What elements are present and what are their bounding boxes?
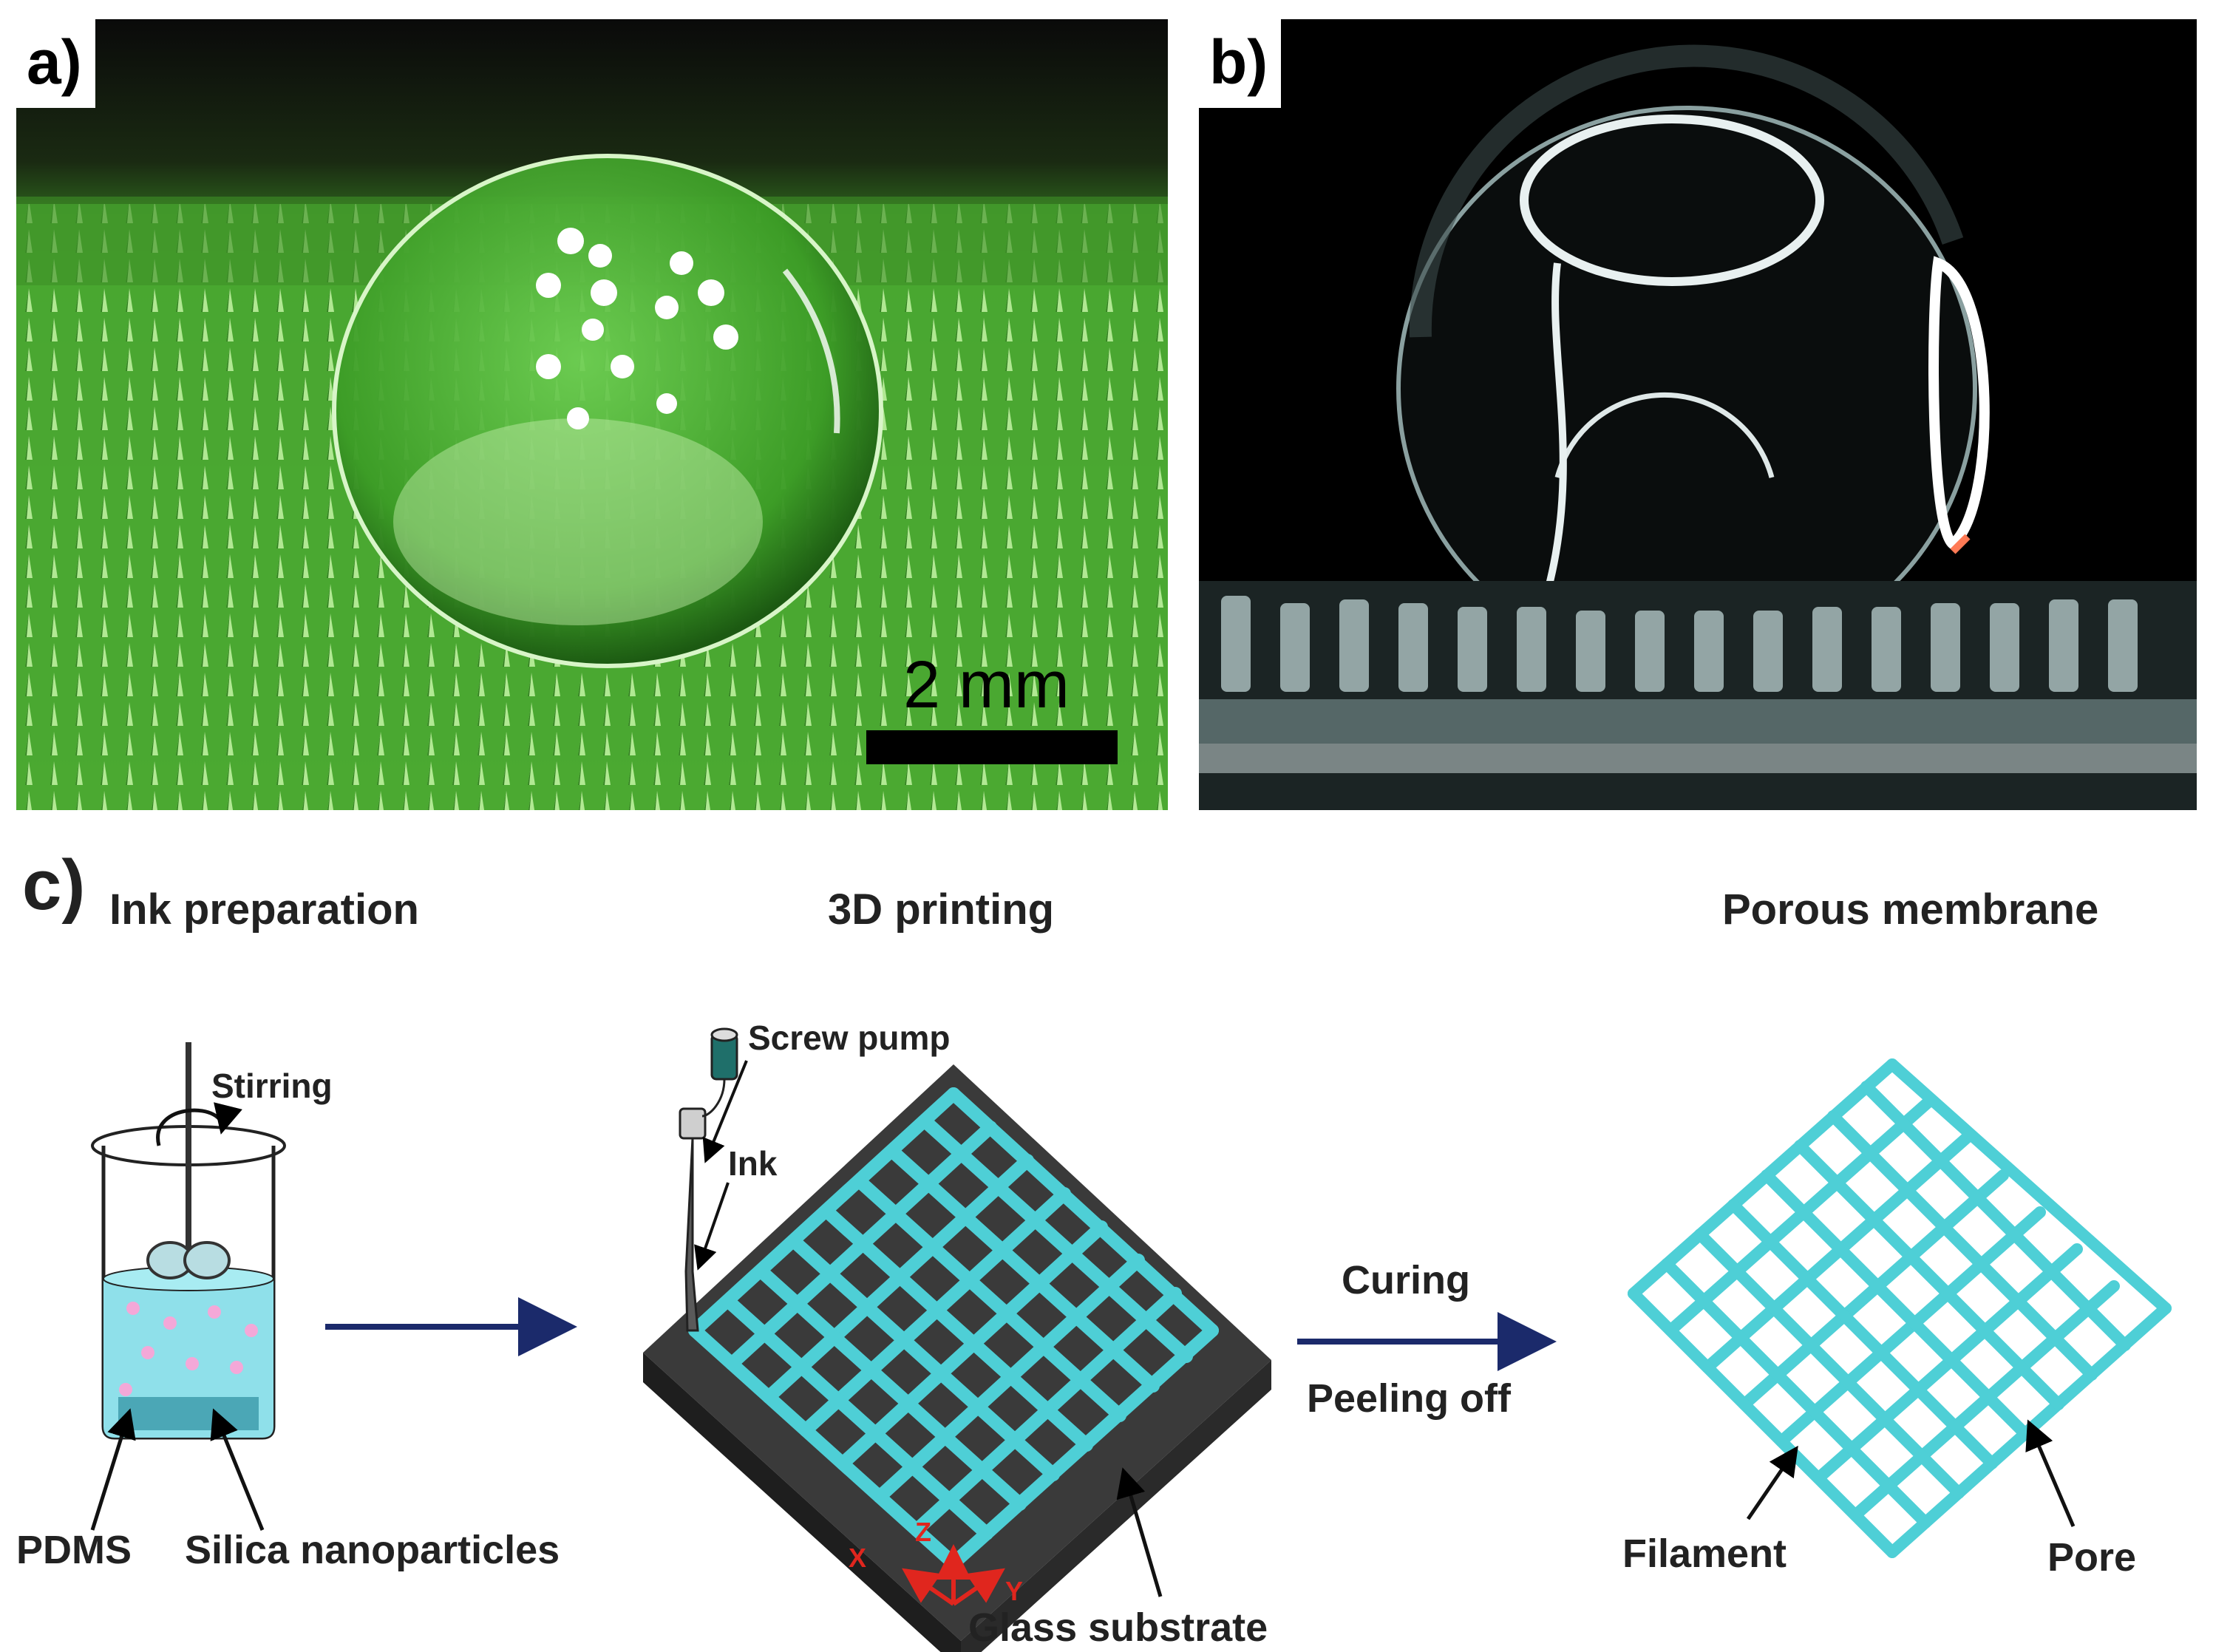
peeling-off-label: Peeling off [1307, 1376, 1512, 1421]
screw-pump-nozzle [679, 1027, 738, 1332]
ink-pointer [694, 1182, 730, 1271]
axis-z-label: Z [915, 1517, 931, 1547]
header-3d-printing: 3D printing [828, 886, 1054, 934]
header-porous-membrane: Porous membrane [1722, 886, 2098, 934]
panel-a-photo: a) 2 mm [16, 19, 1168, 810]
pdms-label: PDMS [16, 1528, 132, 1572]
ink-label: Ink [728, 1144, 778, 1183]
panel-b-photo: b) [1199, 19, 2197, 810]
printing-substrate-and-grid [643, 1064, 1271, 1652]
porous-membrane-grid [1628, 1058, 2172, 1558]
curing-label: Curing [1342, 1258, 1470, 1302]
glass-substrate-pointer [1116, 1467, 1163, 1597]
header-ink-preparation: Ink preparation [109, 886, 419, 934]
silica-nanoparticles-label: Silica nanoparticles [185, 1528, 560, 1572]
filament-pointer [1746, 1445, 1798, 1520]
screw-pump-pointer [702, 1060, 748, 1163]
silica-pointer-arrow [210, 1408, 265, 1531]
panel-c-schematic: c) Ink preparation 3D printing Porous me… [0, 820, 2213, 1652]
panel-b-label: b) [1199, 19, 1282, 108]
scale-bar [866, 730, 1118, 764]
stirring-label: Stirring [211, 1067, 333, 1105]
pore-pointer [2025, 1419, 2076, 1527]
scale-bar-label: 2 mm [903, 648, 1070, 722]
panel-a-label: a) [16, 19, 95, 108]
beaker-illustration [91, 1042, 286, 1440]
fabrication-process-diagram: c) Ink preparation 3D printing Porous me… [16, 846, 2172, 1652]
panel-c-label: c) [22, 846, 85, 925]
pore-label: Pore [2047, 1535, 2136, 1580]
droplet-on-green-surface-image [16, 19, 1168, 810]
axis-y-label: Y [1005, 1576, 1023, 1606]
pdms-pointer-arrow [90, 1408, 136, 1531]
glass-substrate-label: Glass substrate [968, 1605, 1268, 1650]
droplet-on-membrane-image [1199, 19, 2197, 810]
filament-label: Filament [1622, 1532, 1787, 1576]
axis-x-label: X [849, 1543, 866, 1573]
screw-pump-label: Screw pump [748, 1019, 951, 1057]
xyz-axes [902, 1544, 1005, 1606]
